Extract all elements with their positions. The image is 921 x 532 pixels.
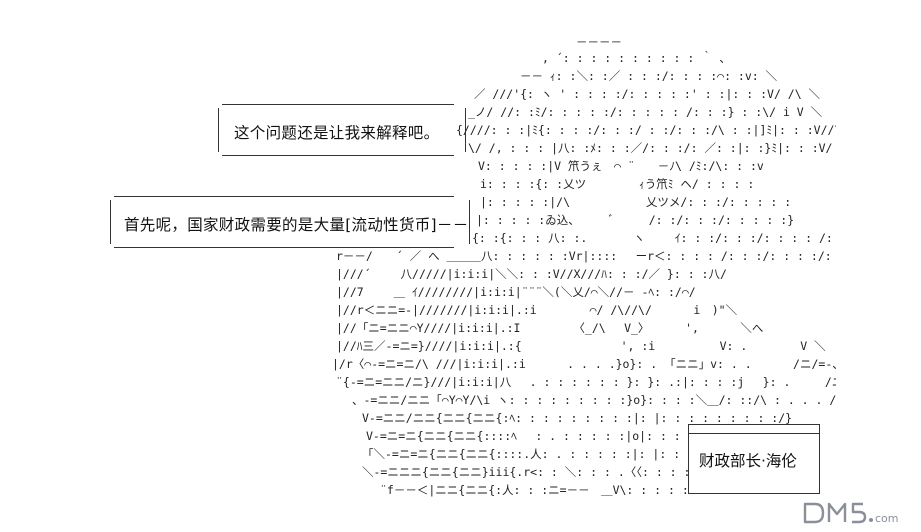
svg-text:|//「ニ=ニニ⌒Y////|i:i:i|.:I 〈: |//「ニ=ニニ⌒Y////|i:i:i|.:I 〈_/\ V_〉 ', ＼へ — [336, 321, 763, 335]
svg-text:、-=ニニ/ニニ「⌒Y⌒Y/\i ヽ: : : : : :: 、-=ニニ/ニニ「⌒Y⌒Y/\i ヽ: : : : : : : : :}o}: … — [352, 393, 836, 407]
svg-text:_ノ/ //: :ﾐ/: : : : :/: : : : :: _ノ/ //: :ﾐ/: : : : :/: : : : : /: : :} :… — [468, 105, 823, 119]
svg-text:－－ ｨ: :＼: :／ : : :/: : : :⌒: :: －－ ｨ: :＼: :／ : : :/: : : :⌒: :v: ＼ — [520, 69, 778, 83]
svg-text:com: com — [875, 512, 899, 525]
svg-text:\/ /, : : : |八: :ﾒ: : :／/: : :: \/ /, : : : |八: :ﾒ: : :／/: : :/: ／: :|: … — [468, 141, 833, 155]
bubble-top-border — [114, 196, 454, 197]
bubble-top-border — [222, 104, 454, 105]
svg-text:{////: : :|ﾐ{: : : :/: : :/ :: {////: : :|ﾐ{: : : :/: : :/ : :/: : :/\ … — [456, 123, 836, 137]
bubble-bottom-border — [222, 155, 454, 156]
svg-text:|//ﾊ三／-=ニ=}////|i:i:i|.:{: |//ﾊ三／-=ニ=}////|i:i:i|.:{ ', :i V: . V ＼ — [336, 339, 826, 353]
svg-text:－－－－: －－－－ — [576, 35, 622, 49]
svg-text:＼-=ニニニ{ニニ{ニニ}iii{.r<: : ＼: : :: ＼-=ニニニ{ニニ{ニニ}iii{.r<: : ＼: : : .〈〈: : : … — [362, 465, 774, 479]
svg-text:|: : : : :|/\ 乂ツメ/: : :/: |: : : : :|/\ 乂ツメ/: : :/: : : : : — [480, 195, 791, 209]
speaker-name: 财政部长·海伦 — [699, 452, 797, 470]
bubble-left-border — [218, 108, 219, 152]
bubble-bottom-border — [114, 247, 454, 248]
svg-text:|//7 ＿ ｲ////////|i:i:i|¨¨¨＼(: |//7 ＿ ｲ////////|i:i:i|¨¨¨＼(＼乂/⌒＼//－ -ﾍ:… — [336, 285, 696, 299]
svg-text:¨f－－＜|ニニ{ニニ{:人: : :ニ=－－ ＿V\: :: ¨f－－＜|ニニ{ニニ{:人: : :ニ=－－ ＿V\: : : : : : :… — [380, 483, 737, 497]
speech-bubble-1: 这个问题还是让我来解释吧。 — [218, 104, 466, 156]
dm5-watermark-logo: com — [803, 502, 899, 525]
svg-text:／ ///'{: ヽ ' : : : :/: : : : :: ／ ///'{: ヽ ' : : : :/: : : : :' : :|: : … — [474, 87, 821, 101]
bubble-text: 首先呢，国家财政需要的是大量[流动性货币]－－ — [124, 216, 469, 234]
svg-text:V-=ニ=ニ{ニニ{ニニ{::::ﾍ : . : : :: V-=ニ=ニ{ニニ{ニニ{::::ﾍ : . : : : : :|o|: : :… — [366, 429, 783, 443]
ascii-art-figure: －－－－ , ´: : : : : : : : : : ｀ ､ －－ ｨ: :＼… — [332, 35, 836, 497]
svg-text:V-=ニニ/ニニ{ニニ{ニニ{:ﾍ: : : : : : :: V-=ニニ/ニニ{ニニ{ニニ{:ﾍ: : : : : : : : :|: |: … — [362, 411, 792, 425]
bubble-text: 这个问题还是让我来解释吧。 — [234, 124, 440, 142]
svg-text:|//r＜ニニ=-|///////|i:i:i|.:i: |//r＜ニニ=-|///////|i:i:i|.:i ⌒/ /\//\/ i … — [336, 303, 738, 317]
svg-text:, ´: : : : : : : : : : ｀ ､: , ´: : : : : : : : : : ｀ ､ — [542, 50, 725, 65]
svg-text:r－－/ ´ ／ へ ＿＿＿八: : : : : :Vr|: r－－/ ´ ／ へ ＿＿＿八: : : : : :Vr|:::: ーr＜: :… — [336, 249, 836, 263]
svg-text:¨{-=ニ=ニニ/ニ}///|i:i:i|八 . : :: ¨{-=ニ=ニニ/ニ}///|i:i:i|八 . : : : : : : }: … — [336, 375, 836, 389]
svg-text:{: :{: : : 八: :. ヽ ｲ: : :: {: :{: : : 八: :. ヽ ｲ: : :/: : :/: : : : … — [472, 231, 836, 245]
bubble-left-border — [110, 200, 111, 244]
svg-text:|///´ 八/////|i:i:i|＼＼: : :V/: |///´ 八/////|i:i:i|＼＼: : :V//X///ﾊ: : :/… — [336, 267, 727, 281]
bubble-right-border — [469, 200, 470, 244]
svg-text:|: : : : :ゐ込、 ﾞ /: :/: : :: |: : : : :ゐ込、 ﾞ /: :/: : :/: : : : :} — [476, 213, 794, 227]
speech-bubble-2: 首先呢，国家财政需要的是大量[流动性货币]－－ — [110, 196, 470, 248]
bubble-right-border — [465, 108, 466, 152]
svg-text:V: : : : :|V 笊うぇ ⌒ ¨ －ﾉ\ /ﾐ:/: V: : : : :|V 笊うぇ ⌒ ¨ －ﾉ\ /ﾐ:/\: : :v — [478, 159, 764, 173]
speaker-name-box: 财政部长·海伦 — [688, 424, 820, 494]
name-box-inner-line — [689, 433, 819, 434]
svg-text:i: : : :{: :乂ツ ｨう笊ﾐ ヘ/ : :: i: : : :{: :乂ツ ｨう笊ﾐ ヘ/ : : : : — [480, 177, 754, 191]
svg-text:|/r〈⌒-=ニ=ニ/\ ///|i:i:i|.:i: |/r〈⌒-=ニ=ニ/\ ///|i:i:i|.:i . . . .}o}: .… — [332, 357, 836, 371]
